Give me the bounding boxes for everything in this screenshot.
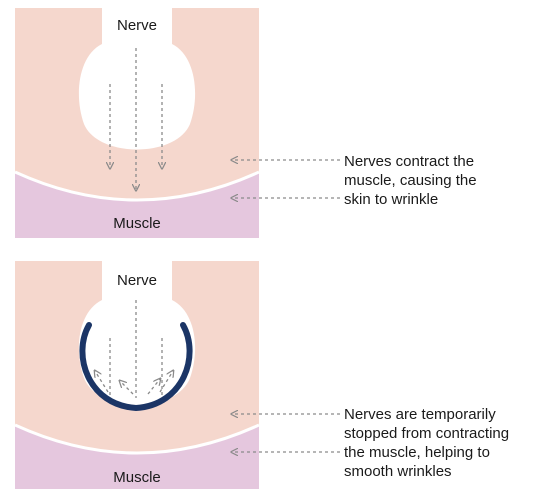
muscle-label-bottom: Muscle: [113, 469, 161, 486]
caption-top-line-1: Nerves contract the: [344, 153, 474, 170]
caption-bottom: Nerves are temporarily stopped from cont…: [344, 406, 509, 480]
caption-top-line-2: muscle, causing the: [344, 172, 477, 189]
caption-top: Nerves contract the muscle, causing the …: [344, 153, 477, 208]
caption-bottom-line-4: smooth wrinkles: [344, 463, 452, 480]
panel-bottom: [15, 261, 259, 489]
caption-top-line-3: skin to wrinkle: [344, 191, 438, 208]
nerve-label-bottom: Nerve: [117, 272, 157, 289]
caption-bottom-line-2: stopped from contracting: [344, 425, 509, 442]
caption-bottom-line-1: Nerves are temporarily: [344, 406, 496, 423]
nerve-label-top: Nerve: [117, 17, 157, 34]
panel-top: [15, 8, 259, 240]
caption-bottom-line-3: the muscle, helping to: [344, 444, 490, 461]
muscle-label-top: Muscle: [113, 215, 161, 232]
